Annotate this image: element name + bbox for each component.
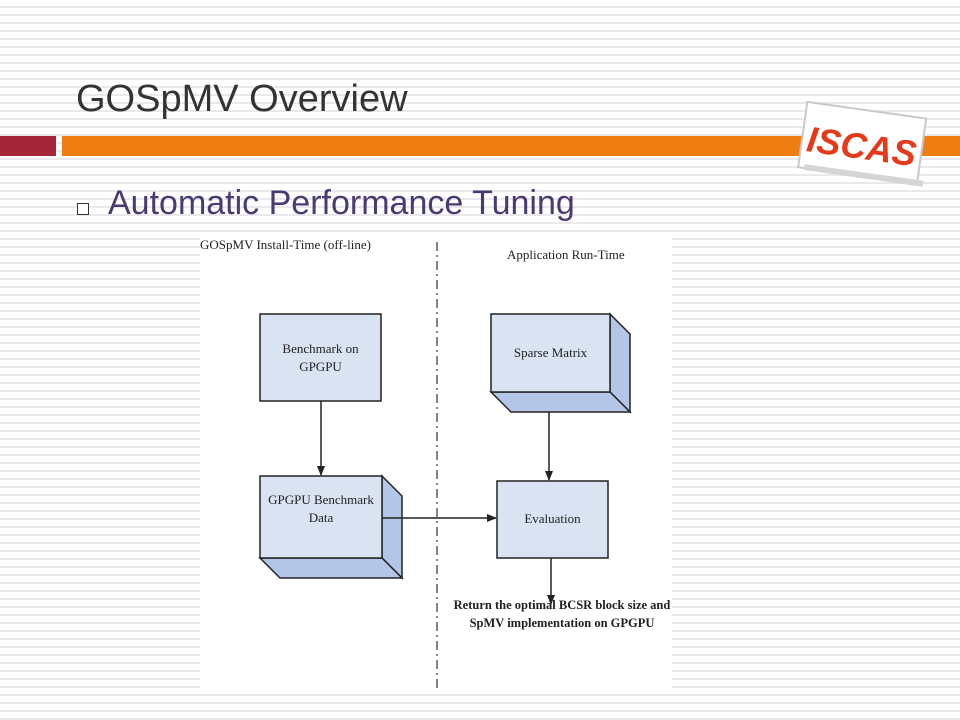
box-benchmark (259, 313, 382, 402)
sparse-matrix-label: Sparse Matrix (513, 345, 588, 360)
title-bar-orange (62, 136, 960, 156)
bullet-square-icon (77, 203, 89, 215)
box-sparse-matrix (489, 312, 632, 414)
evaluation-label: Evaluation (524, 511, 581, 526)
benchmark-data-label: GPGPU Benchmark Data (268, 492, 374, 525)
slide-title: GOSpMV Overview (76, 78, 408, 120)
box-benchmark-data (258, 474, 404, 580)
bullet-text: Automatic Performance Tuning (108, 184, 575, 222)
left-header: GOSpMV Install-Time (off-line) (200, 237, 371, 252)
benchmark-label: Benchmark on GPGPU (282, 341, 359, 374)
iscas-logo: ISCAS (797, 100, 928, 187)
box-evaluation (496, 480, 609, 559)
title-bar-red (0, 136, 56, 156)
right-header: Application Run-Time (507, 247, 625, 262)
tuning-diagram: GOSpMV Install-Time (off-line) Applicati… (200, 232, 672, 688)
result-text: Return the optimal BCSR block size and S… (453, 598, 671, 630)
